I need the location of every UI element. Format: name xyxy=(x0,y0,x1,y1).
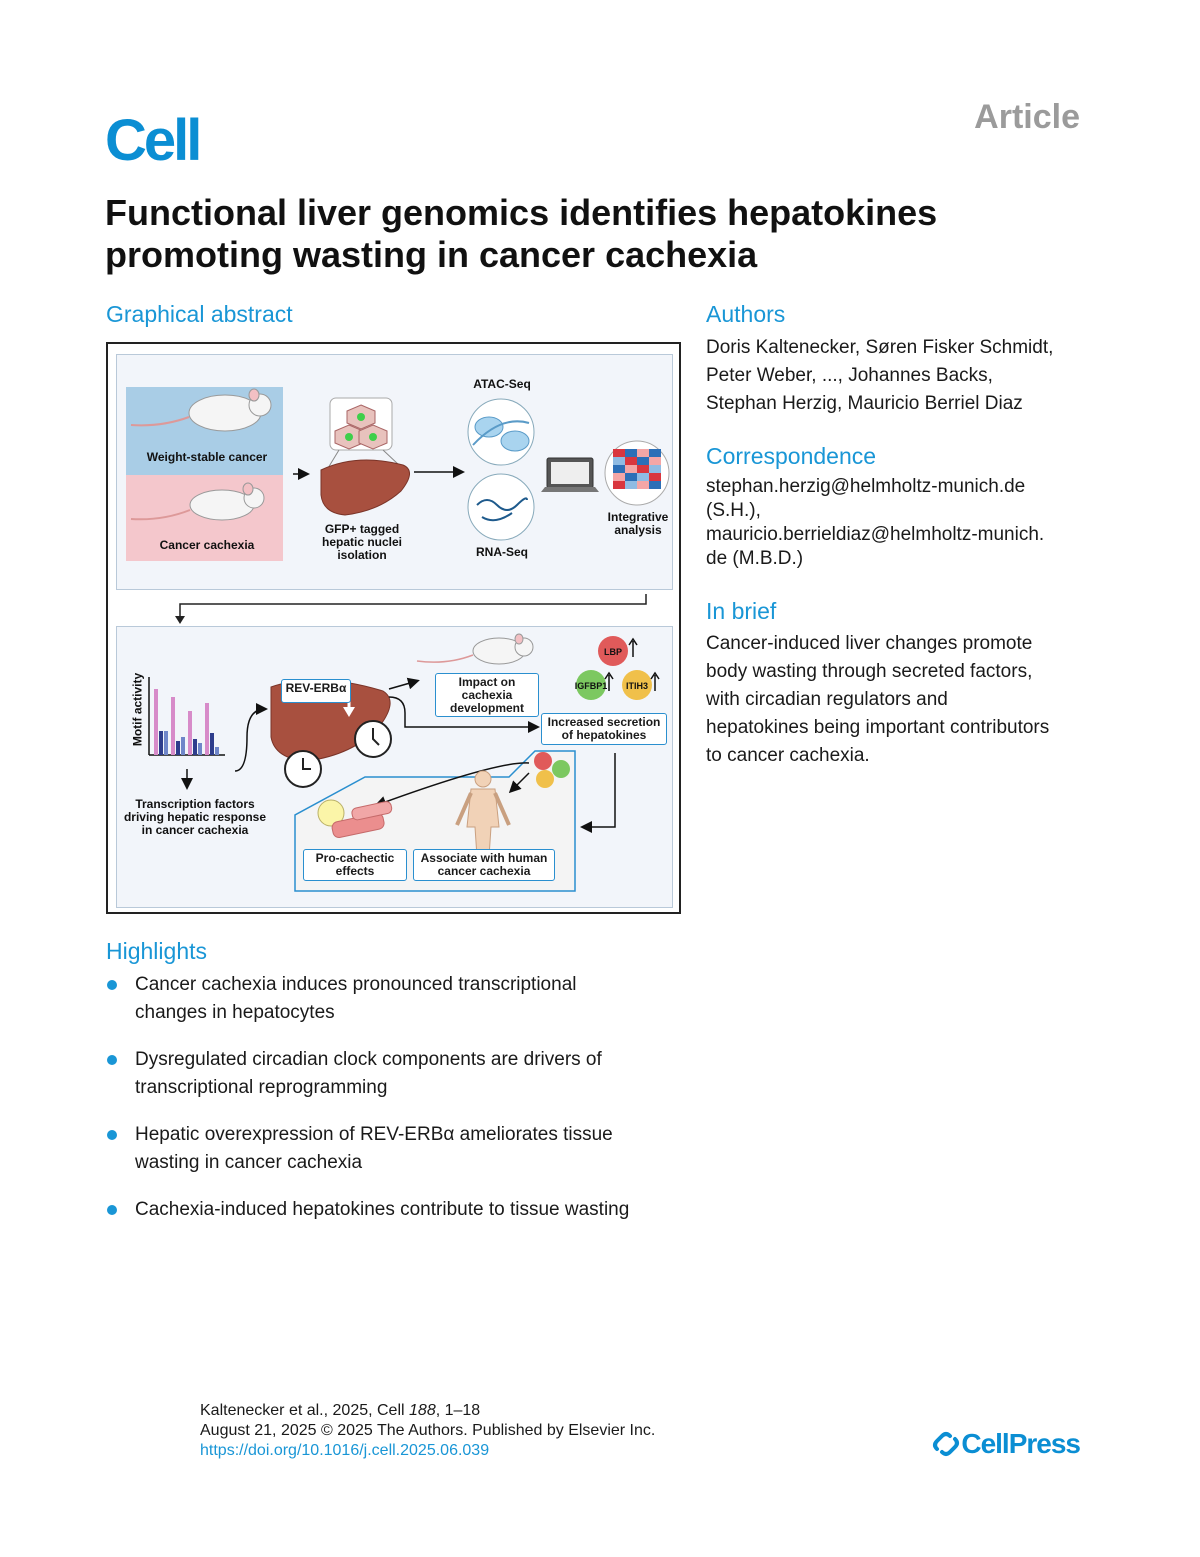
lbp-hepatokine-icon xyxy=(598,636,638,666)
bullet-icon xyxy=(107,980,117,990)
mouse-icon xyxy=(416,633,534,665)
mechanism-panel: Motif activity Transcription factors dri… xyxy=(116,626,673,908)
pro-cachectic-box: Pro-cachectic effects xyxy=(303,849,407,881)
heatmap-icon xyxy=(604,440,670,506)
weight-stable-label: Weight-stable cancer xyxy=(146,450,268,464)
panel-connector-arrow xyxy=(175,594,647,624)
mechanism-illustration xyxy=(148,633,660,892)
gfp-label: GFP+ tagged hepatic nuclei isolation xyxy=(321,522,403,562)
cellpress-link-icon xyxy=(933,1432,960,1456)
mouse-icon xyxy=(130,388,272,432)
workflow-illustration xyxy=(130,388,670,541)
citation-footer: Kaltenecker et al., 2025, Cell 188, 1–18… xyxy=(200,1402,656,1459)
rna-seq-icon xyxy=(467,473,535,541)
cachectic-mouse-icon xyxy=(130,482,265,521)
cancer-cachexia-label: Cancer cachexia xyxy=(159,538,255,552)
highlights-heading: Highlights xyxy=(106,938,207,964)
correspondence-heading: Correspondence xyxy=(706,443,877,469)
rna-label: RNA-Seq xyxy=(475,545,528,559)
motif-activity-axis: Motif activity xyxy=(130,672,145,747)
associate-box: Associate with human cancer cachexia xyxy=(413,849,555,881)
in-brief-heading: In brief xyxy=(706,598,777,624)
liver-icon xyxy=(320,459,410,516)
doi-link[interactable]: https://doi.org/10.1016/j.cell.2025.06.0… xyxy=(200,1442,490,1459)
impact-box: Impact on cachexia development xyxy=(435,673,539,717)
tissue-icon xyxy=(317,799,393,839)
transcription-factors-label: Transcription factors driving hepatic re… xyxy=(123,797,267,837)
graphical-abstract-heading: Graphical abstract xyxy=(106,301,293,327)
human-body-icon xyxy=(455,770,511,858)
correspondence-emails: stephan.herzig@helmholtz-munich.de (S.H.… xyxy=(706,475,1106,571)
igfbp1-label: IGFBP1 xyxy=(574,681,608,691)
email-link-herzig[interactable]: stephan.herzig@helmholtz-munich.de xyxy=(706,476,1026,497)
highlight-item: Cachexia-induced hepatokines contribute … xyxy=(106,1196,686,1224)
article-type: Article xyxy=(974,98,1080,136)
atac-seq-icon xyxy=(467,398,535,466)
itih3-label: ITIH3 xyxy=(625,681,648,691)
page-title: Functional liver genomics identifies hep… xyxy=(105,192,938,275)
bullet-icon xyxy=(107,1205,117,1215)
rev-erb-label: REV-ERBα xyxy=(281,679,351,703)
motif-activity-bars xyxy=(148,677,225,756)
secretion-box: Increased secretion of hepatokines xyxy=(541,713,667,745)
integrative-label: Integrative analysis xyxy=(607,510,669,537)
highlight-item: Dysregulated circadian clock components … xyxy=(106,1046,686,1102)
cellpress-logo: CellPress xyxy=(931,1428,1081,1460)
clock-icon xyxy=(284,750,322,788)
bullet-icon xyxy=(107,1055,117,1065)
lbp-label: LBP xyxy=(604,647,622,657)
workflow-panel: Weight-stable cancer Cancer cachexia GFP… xyxy=(116,354,673,590)
atac-label: ATAC-Seq xyxy=(473,377,531,391)
in-brief-text: Cancer-induced liver changes promote bod… xyxy=(706,633,1050,766)
authors-heading: Authors xyxy=(706,301,786,327)
clock-icon xyxy=(354,720,392,758)
igfbp1-hepatokine-icon xyxy=(576,670,614,700)
journal-logo: Cell xyxy=(105,108,202,173)
itih3-hepatokine-icon xyxy=(622,670,660,700)
laptop-icon xyxy=(541,457,599,492)
highlight-item: Cancer cachexia induces pronounced trans… xyxy=(106,971,686,1027)
bullet-icon xyxy=(107,1130,117,1140)
nuclei-cluster-icon xyxy=(324,397,400,474)
highlight-item: Hepatic overexpression of REV-ERBα ameli… xyxy=(106,1121,686,1177)
authors-list: Doris Kaltenecker, Søren Fisker Schmidt,… xyxy=(706,337,1054,414)
graphical-abstract: Weight-stable cancer Cancer cachexia GFP… xyxy=(106,342,681,914)
email-link-berrieldiaz[interactable]: mauricio.berrieldiaz@helmholtz-munich. xyxy=(706,524,1045,545)
